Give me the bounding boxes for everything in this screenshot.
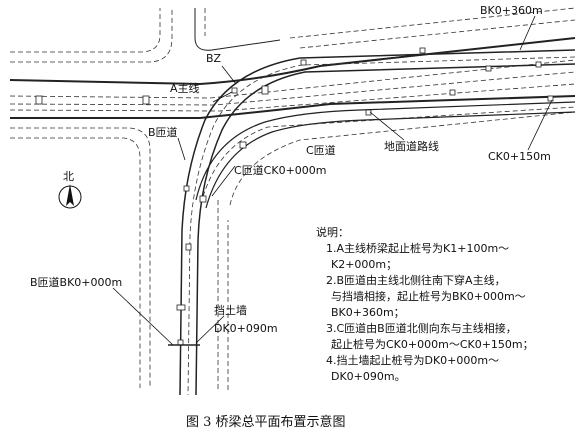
pier [176,304,186,311]
pier [183,185,190,192]
ck-start-label: C匝道CK0+000m [234,163,327,177]
pier [300,59,307,66]
pier [142,95,150,105]
a-mainline-label: A主线 [170,81,200,95]
ground-roads [10,7,576,390]
pier [547,95,554,102]
note-line: K2+000m； [331,258,397,271]
bz-label: BZ [206,52,222,65]
figure-caption: 图 3 桥梁总平面布置示意图 [186,414,346,430]
bk-end-label: BK0+360m [480,4,543,17]
leader-lines [112,15,553,346]
note-line: 与挡墙相接，起止桩号为BK0+000m～ [331,289,526,303]
pier [449,89,456,96]
note-line: DK0+090m。 [331,370,406,383]
pier [239,141,247,149]
north-arrow-icon: 北 [58,170,82,209]
c-ramp-label: C匝道 [306,143,336,157]
note-line: 1.A主线桥梁起止桩号为K1+100m～ [326,241,509,255]
a-mainline [9,37,576,119]
pier [261,85,269,95]
b-ramp-label: B匝道 [148,125,178,139]
pier [419,47,426,54]
pier [185,243,192,251]
ground-road-label: 地面道路线 [384,139,439,153]
pier [35,95,43,105]
pier [231,87,238,94]
north-label: 北 [63,170,74,183]
note-line: 3.C匝道由B匝道北侧向东与主线相接， [326,321,517,335]
bk-start-label: B匝道BK0+000m [30,275,122,289]
note-line: 4.挡土墙起止桩号为DK0+000m～ [326,353,499,367]
c-ramp [195,101,576,209]
ck-end-label: CK0+150m [488,150,551,163]
dk-end-label: DK0+090m [214,322,278,335]
notes: 说明： 1.A主线桥梁起止桩号为K1+100m～ K2+000m； 2.B匝道由… [316,225,534,383]
pier [535,61,542,68]
pier [199,195,207,203]
pier [485,65,492,72]
note-line: 2.B匝道由主线北侧往南下穿A主线， [326,273,506,287]
note-line: 起止桩号为CK0+000m～CK0+150m； [331,337,534,351]
notes-heading: 说明： [316,225,349,239]
retaining-wall-label: 挡土墙 [214,303,247,317]
note-line: BK0+360m； [331,306,405,319]
b-ramp [179,49,576,396]
